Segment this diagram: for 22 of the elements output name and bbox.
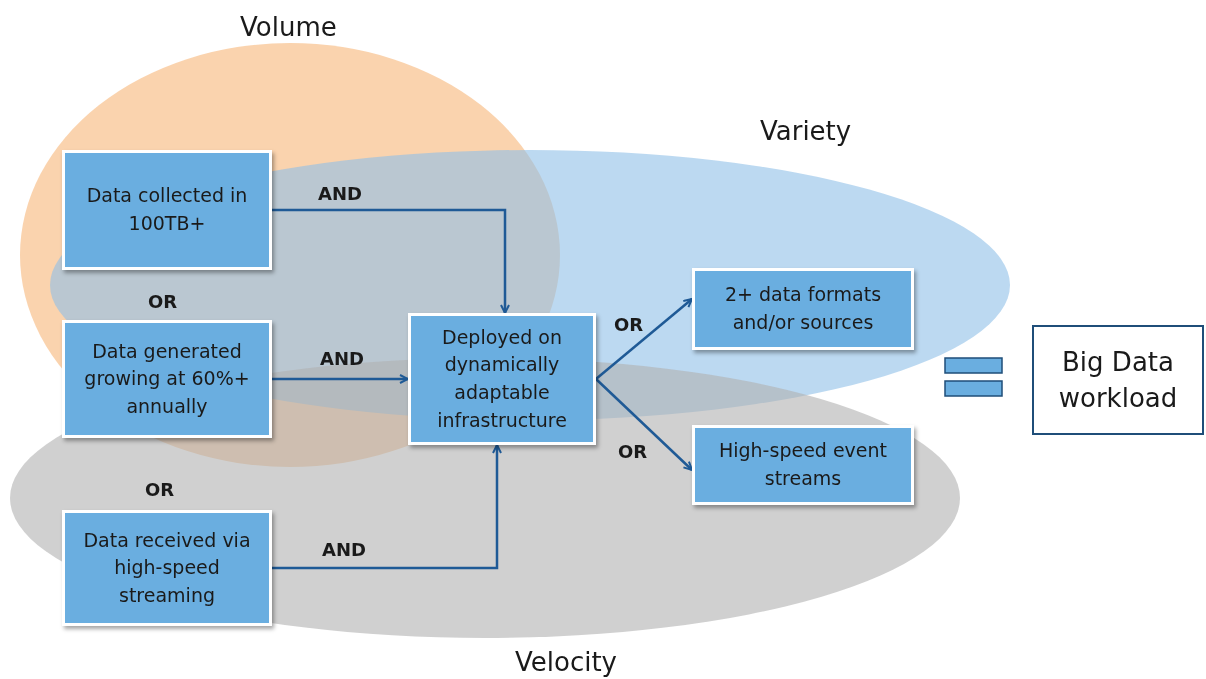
process-box: Data generated growing at 60%+ annually [62,320,272,438]
circle-title: Volume [240,11,337,44]
process-box: Data received via high-speed streaming [62,510,272,626]
result-box: Big Data workload [1032,325,1204,435]
circle-title: Variety [760,115,852,148]
circle-title: Velocity [515,646,617,679]
arrow [595,298,693,380]
edge-label: AND [320,347,364,371]
arrow [595,378,693,471]
process-box: High-speed event streams [692,425,914,505]
edge-label: OR [614,313,644,337]
edge-label: AND [322,538,366,562]
arrow [272,208,510,314]
edge-label: OR [618,440,648,464]
process-box: Data collected in 100TB+ [62,150,272,270]
arrow [272,374,409,384]
operator-label: OR [145,478,175,502]
edge-label: AND [318,182,362,206]
process-box: Deployed on dynamically adaptable infrastructure [408,313,596,445]
process-box: 2+ data formats and/or sources [692,268,914,350]
arrow [272,444,502,570]
operator-label: OR [148,290,178,314]
